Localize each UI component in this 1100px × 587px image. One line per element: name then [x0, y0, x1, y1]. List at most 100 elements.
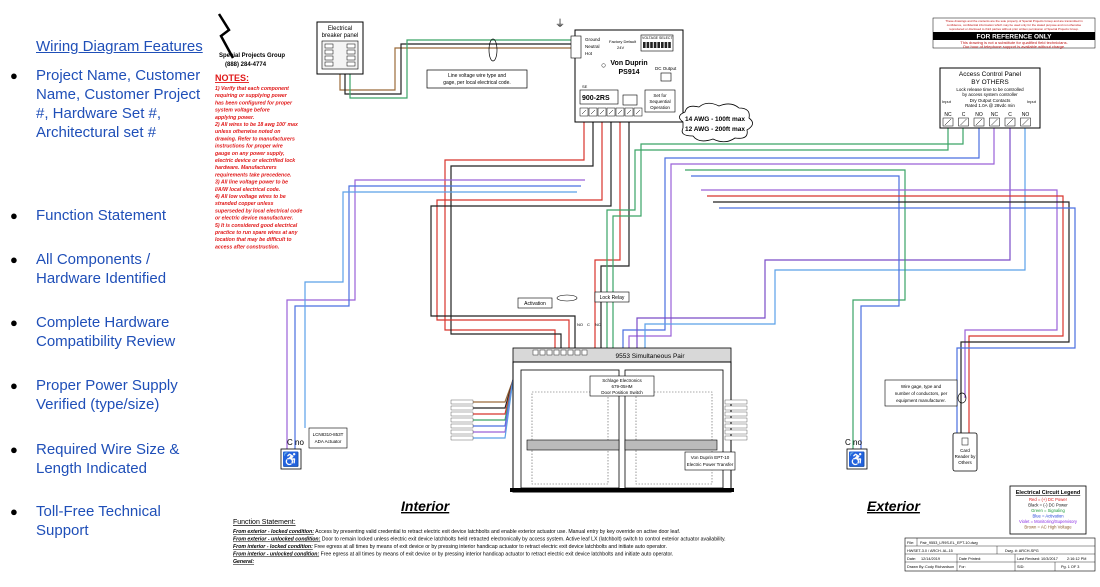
function-condition: From interior - unlocked condition: — [233, 552, 319, 558]
note-line: practice to run spare wires at any — [214, 230, 299, 236]
activation-label: Activation — [524, 301, 546, 307]
lock-relay-label: Lock Relay — [600, 295, 625, 301]
wire-tag — [724, 411, 748, 417]
line-voltage-callout: Line voltage wire type and gage, per loc… — [426, 38, 528, 89]
callout-text: gage, per local electrical code. — [443, 80, 511, 86]
disclaimer-line: reproduced or disclosed to third parties… — [949, 27, 1079, 31]
note-line: 4) All low voltage wires to be — [214, 194, 286, 200]
wire-dc-power — [707, 195, 1064, 433]
tb-file-label: File: — [907, 541, 914, 545]
wire-tag — [724, 417, 748, 423]
wire-activation — [691, 175, 900, 449]
breaker-switch — [346, 61, 356, 67]
wire-door-left — [473, 379, 514, 403]
acp-terminal-label: NO — [1022, 112, 1030, 118]
breaker-panel: Electrical breaker panel — [316, 21, 364, 75]
note-line: requiring or supplying power — [215, 93, 288, 99]
function-text: Door to remain locked unless electric ex… — [320, 537, 725, 543]
terminal-slot — [1006, 118, 1014, 126]
function-text: Access by presenting valid credential to… — [314, 529, 680, 535]
wire-tag — [724, 399, 748, 405]
feature-text: Proper Power Supply Verified (type/size) — [36, 377, 178, 413]
ps-model: PS914 — [618, 69, 639, 76]
note-line: unless otherwise noted on — [215, 129, 280, 135]
led-icon: ○ — [601, 60, 606, 70]
awg-text: 14 AWG - 100ft max — [685, 116, 745, 123]
card-reader: Card Reader by Others — [952, 432, 978, 472]
threshold — [510, 488, 734, 492]
awg-text: 12 AWG - 200ft max — [685, 126, 745, 133]
ps-neutral-label: Neutral — [585, 44, 600, 49]
ps-volts: 24V — [617, 45, 624, 50]
note-line: access after construction. — [215, 244, 279, 250]
terminal-slot — [991, 118, 998, 126]
wire-dc-power — [444, 116, 585, 348]
breaker-switch — [346, 49, 356, 55]
operator-terminal — [532, 349, 539, 356]
tb-file: Pair_9553_LR9S-EL_EPT-10.dwg — [920, 541, 978, 545]
feature-text: Required Wire Size & Length Indicated — [36, 441, 180, 477]
note-line: 1) Verify that each component — [215, 86, 289, 92]
legend-item: Black = (-) DC Power — [1028, 503, 1068, 508]
wire-ac-neutral — [344, 43, 571, 95]
wire-activation — [719, 207, 1076, 433]
acp-rated: Rated 1.0A @ 28vdc min — [965, 103, 1015, 108]
operator-terminal — [574, 349, 581, 356]
wire-ac-hot — [339, 47, 571, 91]
note-line: 3) All line voltage power to be — [215, 180, 288, 186]
exterior-label: Exterior — [867, 498, 921, 514]
note-line: applying power. — [215, 115, 254, 121]
acp-terminal-label: NC — [991, 112, 999, 118]
wire-monitor — [636, 126, 1011, 348]
interior-label: Interior — [401, 498, 451, 514]
wire-signal — [606, 126, 949, 348]
acp-terminal-label: C — [1008, 112, 1012, 118]
ps-brand: Von Duprin — [610, 60, 647, 67]
function-line: From interior - unlocked condition: Free… — [233, 552, 673, 558]
terminal-slot — [626, 109, 632, 115]
wire-gage-callout: Wire gage, type and number of conductors… — [884, 379, 967, 407]
note-line: has been configured for proper — [215, 100, 293, 106]
wire-monitor — [701, 189, 1058, 398]
wire-activation — [294, 185, 581, 449]
note-line: stranded copper unless — [215, 201, 274, 207]
wire-signal — [612, 126, 964, 348]
reference-only-title: FOR REFERENCE ONLY — [977, 34, 1053, 41]
door-assembly: 9553 Simultaneous Pair Schlage Electroni… — [450, 347, 748, 493]
operator-terminal — [539, 349, 546, 356]
bullet-icon: ● — [10, 252, 18, 267]
breaker-switch — [324, 55, 334, 61]
operator-terminal — [567, 349, 574, 356]
legend-item: Blue = Activation — [1032, 514, 1064, 519]
feature-item: ●Complete Hardware Compatibility Review — [10, 313, 211, 351]
ps-ground-label: Ground — [585, 37, 601, 42]
card-reader-label: Others — [958, 460, 972, 465]
notes-title: NOTES: — [215, 73, 249, 83]
note-line: 5) It is considered good electrical — [215, 223, 298, 229]
note-line: electric device or electrified lock — [215, 158, 296, 164]
operator-terminal — [560, 349, 567, 356]
feature-text: Complete Hardware Compatibility Review — [36, 314, 176, 350]
wire-dc-common — [713, 201, 1070, 433]
feature-text: Project Name, Customer Name, Customer Pr… — [36, 67, 201, 141]
tb-drawn: Cody Richardson — [925, 565, 954, 569]
wheelchair-icon: ♿ — [282, 451, 299, 468]
ps-voltage-select: VOLTAGE SELECT — [642, 36, 673, 40]
terminal-slot — [960, 118, 967, 126]
dip-toggle — [661, 42, 664, 48]
dip-toggle — [657, 42, 660, 48]
wire-signal — [644, 126, 1026, 348]
ps-dc-output: DC Output — [655, 66, 677, 71]
card-reader-label: Card — [960, 448, 970, 453]
ps-hot-label: Hot — [585, 51, 593, 56]
access-control-panel: Access Control Panel BY OTHERS Lock rele… — [939, 67, 1041, 129]
wire-tag — [450, 423, 474, 429]
note-line: I/A/W local electrical code. — [215, 187, 280, 193]
card-slot-icon — [961, 437, 969, 446]
relay-term: C — [587, 322, 590, 327]
actuator-label: ADA Actuator — [315, 439, 342, 444]
company-logo: Special Projects Group (888) 284-4774 — [217, 13, 285, 68]
dip-toggle — [643, 42, 646, 48]
wire-door-left — [473, 379, 514, 439]
ada-actuator-interior: C no ♿ LCN8310-853T ADA Actuator — [280, 427, 348, 470]
